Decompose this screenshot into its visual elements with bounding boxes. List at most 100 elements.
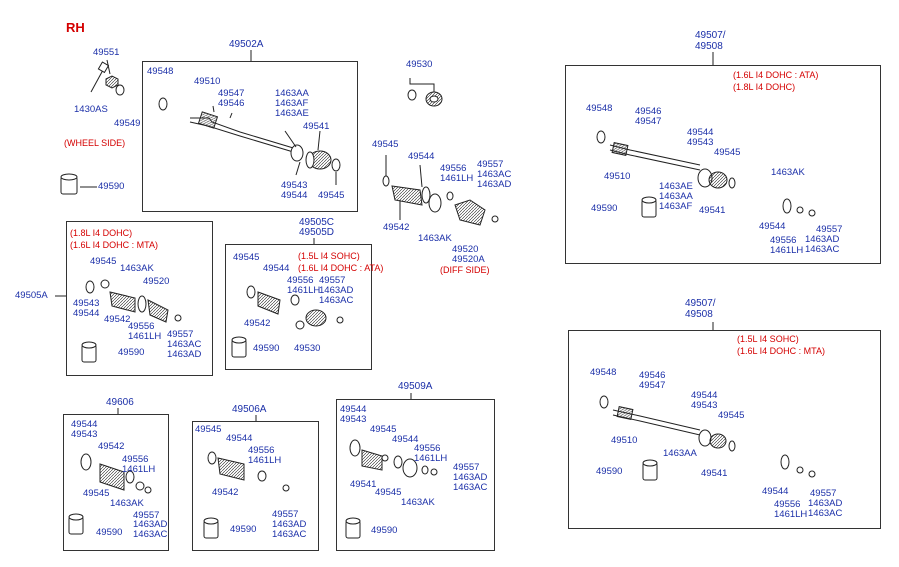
kit-49505a-icon: [55, 279, 182, 363]
part-label: 49590: [96, 527, 123, 538]
spec-note: (1.6L I4 DOHC : MTA): [70, 240, 159, 250]
part-label: 1463AD: [453, 472, 488, 483]
part-label: 49549: [114, 118, 141, 129]
part-label: 49557: [319, 275, 346, 286]
part-label: 49547: [218, 88, 245, 99]
group-box-49509a: [336, 399, 495, 551]
group-title: 49509A: [398, 381, 433, 392]
spec-note: (1.5L I4 SOHC): [298, 251, 360, 261]
part-label: 1461LH: [248, 455, 282, 466]
part-label: 49556: [122, 454, 149, 465]
part-label: 49544: [759, 221, 786, 232]
part-label: 49547: [639, 380, 666, 391]
part-label: 49541: [699, 205, 726, 216]
part-label: 1461LH: [440, 173, 474, 184]
part-label: 1463AC: [272, 529, 307, 540]
part-label: 49544: [691, 390, 718, 401]
part-label: 49556: [414, 443, 441, 454]
part-label: 1463AD: [167, 349, 202, 360]
part-label: 49590: [230, 524, 257, 535]
part-label: 49545: [375, 487, 402, 498]
side-label: RH: [66, 20, 85, 35]
kit-49509a-icon: [345, 439, 438, 539]
spec-note: (1.6L I4 DOHC : ATA): [298, 263, 384, 273]
part-label: 49542: [244, 318, 271, 329]
group-title: 49506A: [232, 404, 267, 415]
part-label: 49543: [687, 137, 714, 148]
part-label: 49557: [167, 329, 194, 340]
kit-49506a-icon: [203, 451, 290, 539]
part-label: 49557: [810, 488, 837, 499]
part-label: 49530: [406, 59, 433, 70]
part-label: 49557: [272, 509, 299, 520]
part-label: 1461LH: [414, 453, 448, 464]
spec-note: (1.8L I4 DOHC): [733, 82, 796, 92]
part-label: 1463AK: [120, 263, 154, 274]
part-label: 49520: [143, 276, 170, 287]
part-label: 1463AK: [418, 233, 452, 244]
group-title: 49502A: [229, 39, 264, 50]
part-label: 49544: [392, 434, 419, 445]
part-label: 49544: [281, 190, 308, 201]
part-label: 49556: [287, 275, 314, 286]
part-label: 49541: [350, 479, 377, 490]
part-label: 1463AK: [110, 498, 144, 509]
part-label: 49545: [370, 424, 397, 435]
part-label: 49556: [770, 235, 797, 246]
part-label: 1461LH: [287, 285, 321, 296]
group-box-49502a: [142, 61, 358, 212]
part-label: 49548: [147, 66, 174, 77]
part-label: 49590: [118, 347, 145, 358]
group-title: 49508: [685, 309, 713, 320]
part-label: 49541: [701, 468, 728, 479]
group-title: 49507/: [685, 298, 716, 309]
grease-tube-49590-icon: [60, 173, 78, 195]
part-label: 49510: [604, 171, 631, 182]
part-label: 49543: [71, 429, 98, 440]
part-label: 49557: [453, 462, 480, 473]
part-label: 49543: [691, 400, 718, 411]
part-label: 1461LH: [770, 245, 804, 256]
wheel-side-note: (WHEEL SIDE): [64, 138, 126, 148]
part-label: 49546: [639, 370, 666, 381]
part-label: 49530: [294, 343, 321, 354]
part-label: 1463AA: [659, 191, 693, 202]
bolt-1430as-icon: [90, 61, 110, 93]
washer-49549-icon: [115, 84, 125, 96]
part-label: 49543: [340, 414, 367, 425]
part-label: 49551: [93, 47, 120, 58]
part-label: 49542: [212, 487, 239, 498]
part-label: 49544: [71, 419, 98, 430]
spec-note: (1.6L I4 DOHC : ATA): [733, 70, 819, 80]
joint-49520-icon: [446, 191, 499, 226]
kit-49606-icon: [68, 453, 152, 535]
part-label: 1461LH: [774, 509, 808, 520]
group-box-49505a: [66, 221, 213, 376]
part-label: 49545: [718, 410, 745, 421]
part-label: 1463AD: [808, 498, 843, 509]
part-label: 49544: [408, 151, 435, 162]
shaft-49502a-icon: [189, 111, 304, 162]
part-label: 49590: [253, 343, 280, 354]
part-label: 49546: [635, 106, 662, 117]
part-label: 49557: [133, 510, 160, 521]
part-label: 1463AD: [805, 234, 840, 245]
part-label: 1463AF: [659, 201, 693, 212]
part-label: 49546: [218, 98, 245, 109]
group-title: 49505A: [15, 290, 48, 301]
part-label: 49545: [233, 252, 260, 263]
part-label: 49556: [440, 163, 467, 174]
part-label: 1461LH: [122, 464, 156, 475]
part-label: 1463AK: [401, 497, 435, 508]
part-label: 49510: [611, 435, 638, 446]
part-label: 49545: [318, 190, 345, 201]
group-title: 49505D: [299, 227, 335, 238]
part-label: 1463AC: [167, 339, 202, 350]
shaft-49507-bottom-icon: [599, 395, 816, 481]
part-label: 1463AD: [319, 285, 354, 296]
part-label: 1463AC: [133, 529, 168, 540]
cv-joint-49541-icon: [305, 150, 341, 172]
shaft-49507-top-icon: [596, 130, 816, 218]
part-label: 1463AK: [771, 167, 805, 178]
